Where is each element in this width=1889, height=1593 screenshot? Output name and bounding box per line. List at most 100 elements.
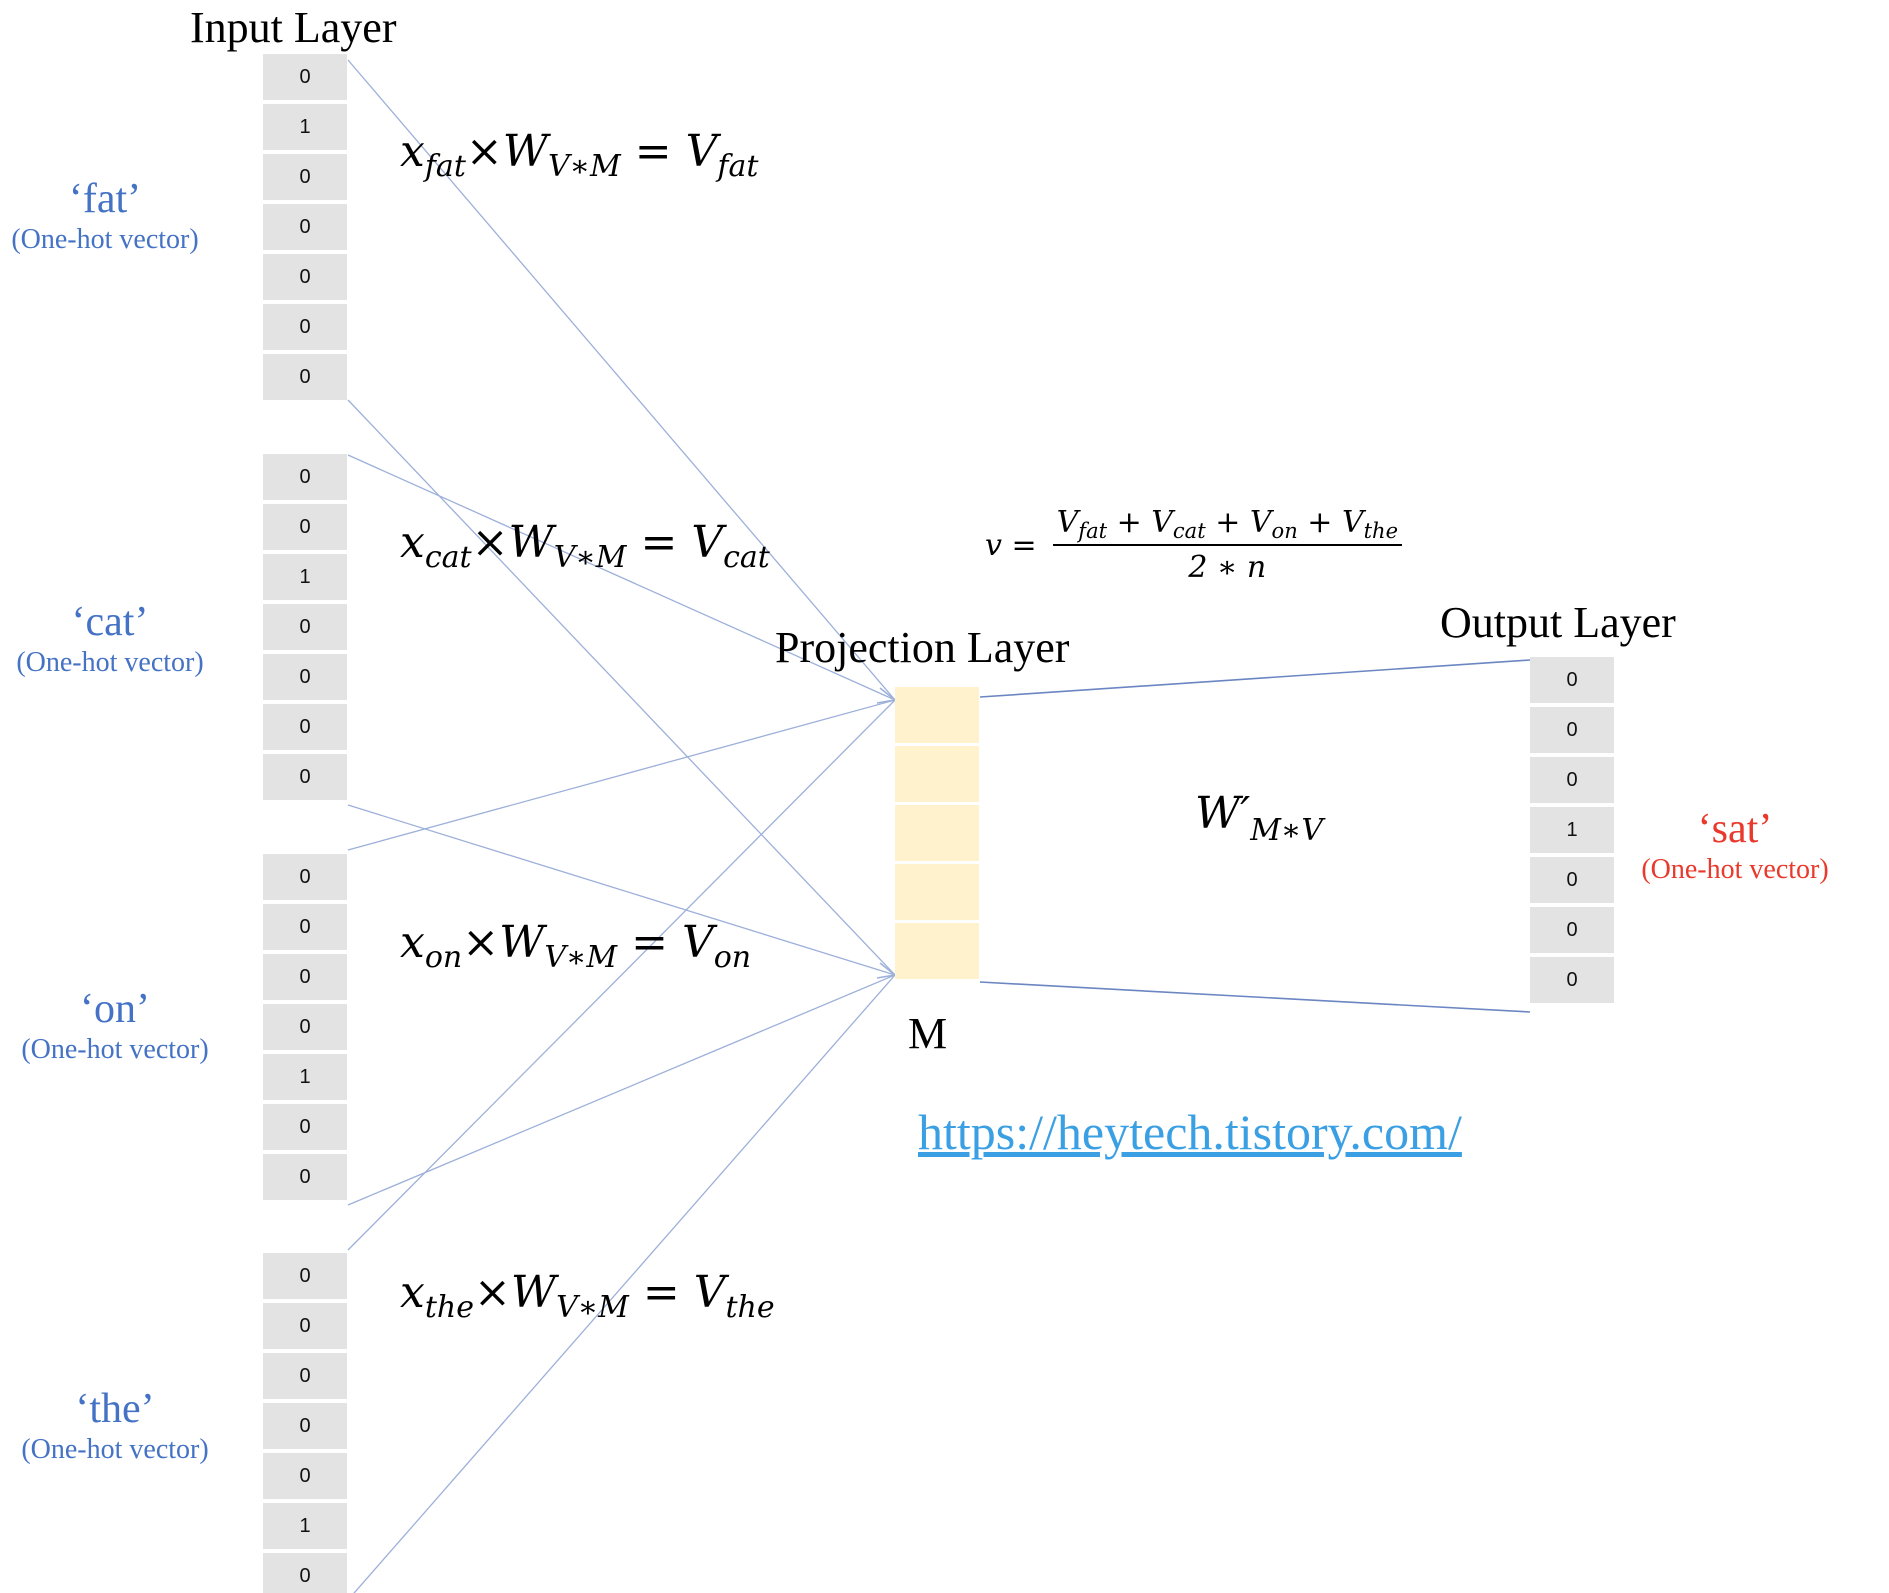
equation-term: × [465, 126, 503, 177]
average-operator: + [1205, 505, 1250, 540]
equation-term: × [473, 1267, 511, 1318]
equation-term: on [424, 940, 463, 975]
projection-cell [895, 923, 979, 979]
vector-cell: 0 [263, 354, 347, 400]
average-term-sub: cat [1172, 519, 1206, 543]
vector-cell: 0 [263, 604, 347, 650]
equation-fat: xfat×WV∗M = Vfat [400, 126, 758, 182]
wire-out-bottom [979, 981, 1531, 1013]
equation-term: the [725, 1290, 775, 1325]
equation-on: xon×WV∗M = Von [400, 917, 751, 973]
vector-cell: 0 [1530, 707, 1614, 753]
vector-cell: 1 [1530, 807, 1614, 853]
equation-term: × [471, 517, 509, 568]
word-label-fat: ‘fat’ (One-hot vector) [0, 175, 225, 257]
vector-cell: 0 [263, 1403, 347, 1449]
projection-layer-title: Projection Layer [775, 623, 1070, 672]
average-fraction: Vfat + Vcat + Von + Vthe 2 ∗ n [1052, 505, 1403, 585]
vector-cell: 1 [263, 1503, 347, 1549]
equation-term: W [510, 1267, 557, 1318]
projection-cell [895, 746, 979, 802]
equation-term: V∗M [556, 1290, 629, 1325]
equation-cat: xcat×WV∗M = Vcat [400, 517, 770, 573]
source-link[interactable]: https://heytech.tistory.com/ [918, 1104, 1462, 1160]
equation-term: fat [424, 149, 466, 184]
projection-size-label: M [908, 1009, 948, 1058]
word-sat-subtitle: (One-hot vector) [1641, 854, 1829, 886]
equation-term: = [620, 126, 686, 177]
vector-cell: 0 [263, 254, 347, 300]
equation-term: on [713, 940, 752, 975]
vector-cell: 0 [263, 1104, 347, 1150]
wire-cat-bottom [347, 804, 896, 976]
equation-term: W [508, 517, 554, 568]
equation-term: = [626, 517, 692, 568]
average-formula: v = Vfat + Vcat + Von + Vthe 2 ∗ n [985, 505, 1403, 585]
wire-cat-top [347, 454, 896, 701]
vector-cell: 1 [263, 1054, 347, 1100]
vector-cell: 0 [263, 204, 347, 250]
projection-cell [895, 687, 979, 743]
wire-the-top [347, 699, 896, 1251]
vector-cell: 0 [263, 454, 347, 500]
word-cat: ‘cat’ [71, 599, 149, 645]
vector-cell: 0 [263, 1154, 347, 1200]
equation-term: fat [717, 149, 759, 184]
equation-term: = [628, 1267, 694, 1318]
wire-fat-bottom [347, 399, 896, 976]
vector-cell: 0 [263, 54, 347, 100]
equation-term: V [691, 517, 724, 568]
equation-term: V [681, 917, 714, 968]
word-the-subtitle: (One-hot vector) [21, 1434, 209, 1466]
vector-cell: 0 [263, 1004, 347, 1050]
equation-the: xthe×WV∗M = Vthe [400, 1267, 775, 1323]
vector-cell: 0 [263, 754, 347, 800]
average-term: V [1249, 505, 1272, 540]
word-label-on: ‘on’ (One-hot vector) [0, 985, 235, 1067]
equation-term: W [502, 126, 548, 177]
vector-cell: 0 [263, 954, 347, 1000]
equation-term: cat [723, 540, 770, 575]
projection-vector [895, 687, 979, 982]
average-denominator: 2 ∗ n [1188, 550, 1267, 585]
vector-cell: 0 [1530, 907, 1614, 953]
average-term: V [1151, 505, 1173, 540]
word-sat: ‘sat’ [1697, 806, 1773, 852]
vector-cell: 0 [1530, 657, 1614, 703]
word-label-the: ‘the’ (One-hot vector) [0, 1385, 235, 1467]
vector-cell: 0 [263, 1453, 347, 1499]
vector-cell: 0 [263, 854, 347, 900]
vector-cell: 0 [263, 304, 347, 350]
wire-on-bottom [347, 974, 896, 1206]
vector-cell: 0 [263, 904, 347, 950]
vector-cell: 1 [263, 554, 347, 600]
equation-term: V [693, 1267, 726, 1318]
average-operator: + [1297, 505, 1342, 540]
word-label-cat: ‘cat’ (One-hot vector) [0, 598, 230, 680]
equation-term: x [400, 126, 425, 177]
wire-fat-top [347, 59, 896, 701]
vector-cell: 0 [1530, 957, 1614, 1003]
equation-term: x [400, 517, 425, 568]
equation-term: W [499, 917, 545, 968]
word-on-subtitle: (One-hot vector) [21, 1034, 209, 1066]
average-term-sub: the [1363, 519, 1399, 543]
average-term-sub: fat [1078, 519, 1108, 543]
average-lhs: v = [985, 527, 1037, 563]
output-weight-sub: M∗V [1250, 813, 1323, 848]
vector-cell: 0 [263, 654, 347, 700]
vector-cell: 0 [263, 1353, 347, 1399]
equation-term: cat [424, 540, 472, 575]
vector-cell: 0 [263, 504, 347, 550]
vector-cell: 0 [263, 1553, 347, 1593]
equation-term: = [617, 917, 682, 968]
average-term: V [1341, 505, 1364, 540]
average-term-sub: on [1271, 519, 1298, 543]
equation-term: x [400, 917, 425, 968]
average-term: V [1056, 505, 1079, 540]
wire-on-top [347, 699, 896, 851]
